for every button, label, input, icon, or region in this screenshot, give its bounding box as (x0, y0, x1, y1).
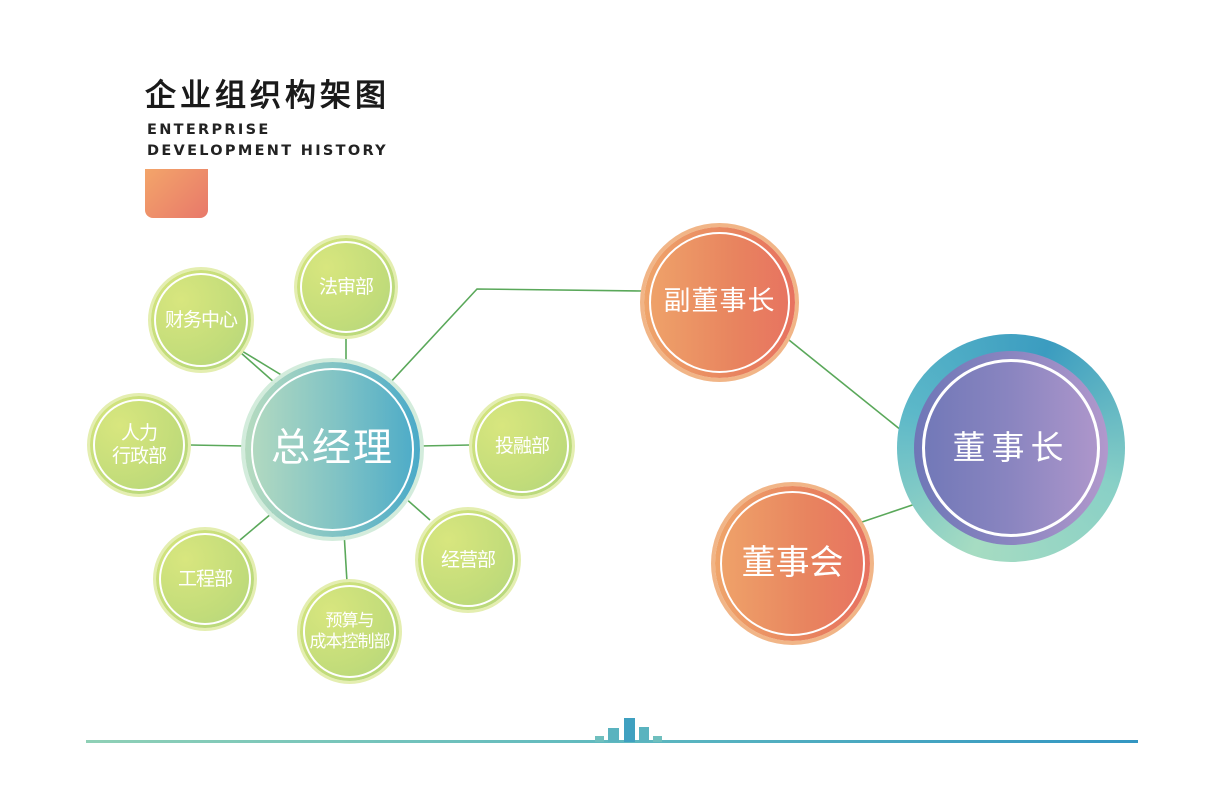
node-investment: 投融部 (472, 396, 572, 496)
node-legal-label: 法审部 (318, 275, 374, 298)
link-gm-hr (189, 444, 246, 447)
node-budget: 预算与 成本控制部 (300, 582, 399, 681)
node-board-label: 董事会 (741, 543, 844, 584)
node-engineering-label: 工程部 (177, 567, 233, 590)
node-chairman: 董事长 (914, 351, 1108, 545)
node-finance: 财务中心 (151, 270, 251, 370)
link-gm-investment (419, 444, 471, 447)
node-operations-label: 经营部 (440, 548, 496, 571)
node-hr: 人力 行政部 (90, 396, 188, 494)
node-operations: 经营部 (418, 510, 518, 610)
node-board: 董事会 (715, 486, 870, 641)
node-general-manager: 总经理 (245, 362, 420, 537)
node-investment-label: 投融部 (494, 434, 550, 457)
link-gm-budget (343, 531, 348, 583)
node-vice-chairman-label: 副董事长 (663, 286, 776, 318)
chart-subtitle: ENTERPRISE DEVELOPMENT HISTORY (147, 120, 388, 162)
title-accent-block (145, 169, 208, 218)
link-gm-vice-chairman (387, 288, 644, 386)
node-hr-label-2: 行政部 (111, 445, 167, 467)
node-budget-label-1: 预算与 (325, 611, 375, 632)
node-chairman-label: 董事长 (952, 428, 1070, 468)
node-general-manager-label: 总经理 (270, 426, 394, 472)
node-chairman-ring: 董事长 (897, 334, 1125, 562)
chart-title: 企业组织构架图 (145, 78, 390, 114)
node-engineering: 工程部 (156, 530, 254, 628)
node-budget-label-2: 成本控制部 (309, 631, 391, 652)
node-hr-label-1: 人力 (120, 422, 158, 445)
node-finance-label: 财务中心 (164, 308, 238, 331)
subtitle-line-2: DEVELOPMENT HISTORY (147, 143, 388, 159)
node-legal: 法审部 (297, 238, 395, 336)
subtitle-line-1: ENTERPRISE (147, 122, 271, 138)
footer-city-icon (595, 716, 665, 742)
node-vice-chairman: 副董事长 (644, 227, 795, 378)
